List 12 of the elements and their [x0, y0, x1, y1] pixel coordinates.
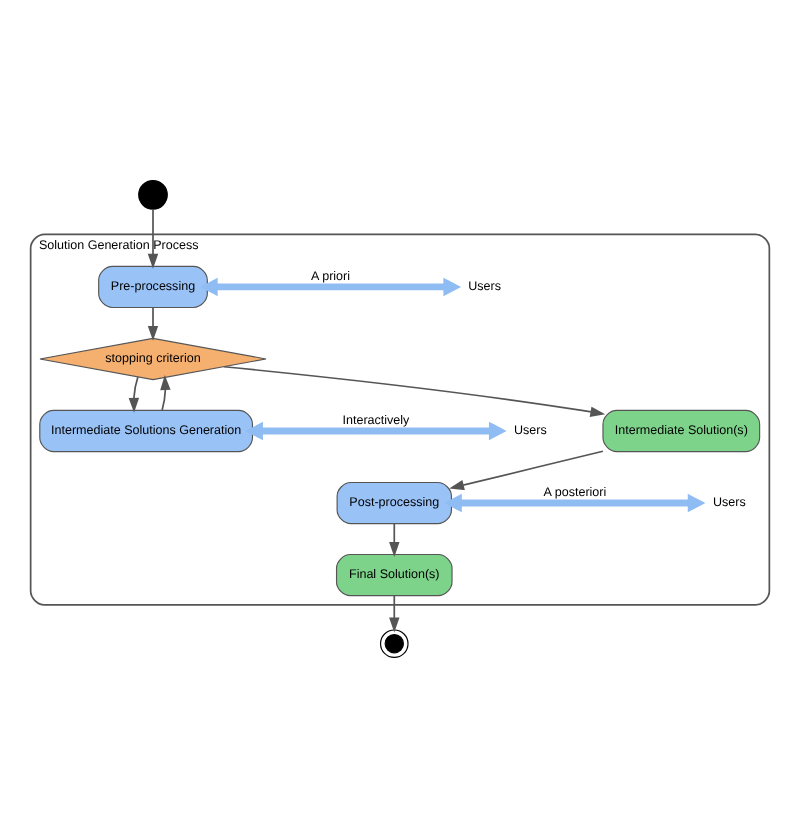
arrow [245, 420, 507, 440]
arrow [389, 593, 400, 632]
arrow [444, 492, 706, 512]
arrow [128, 375, 140, 412]
arrow [160, 374, 171, 410]
arrow [449, 449, 604, 490]
arrow [147, 306, 159, 340]
arrow [222, 364, 606, 416]
node-circle [138, 179, 168, 209]
arrow [389, 522, 400, 556]
arrow [147, 207, 159, 268]
arrow [200, 276, 462, 296]
